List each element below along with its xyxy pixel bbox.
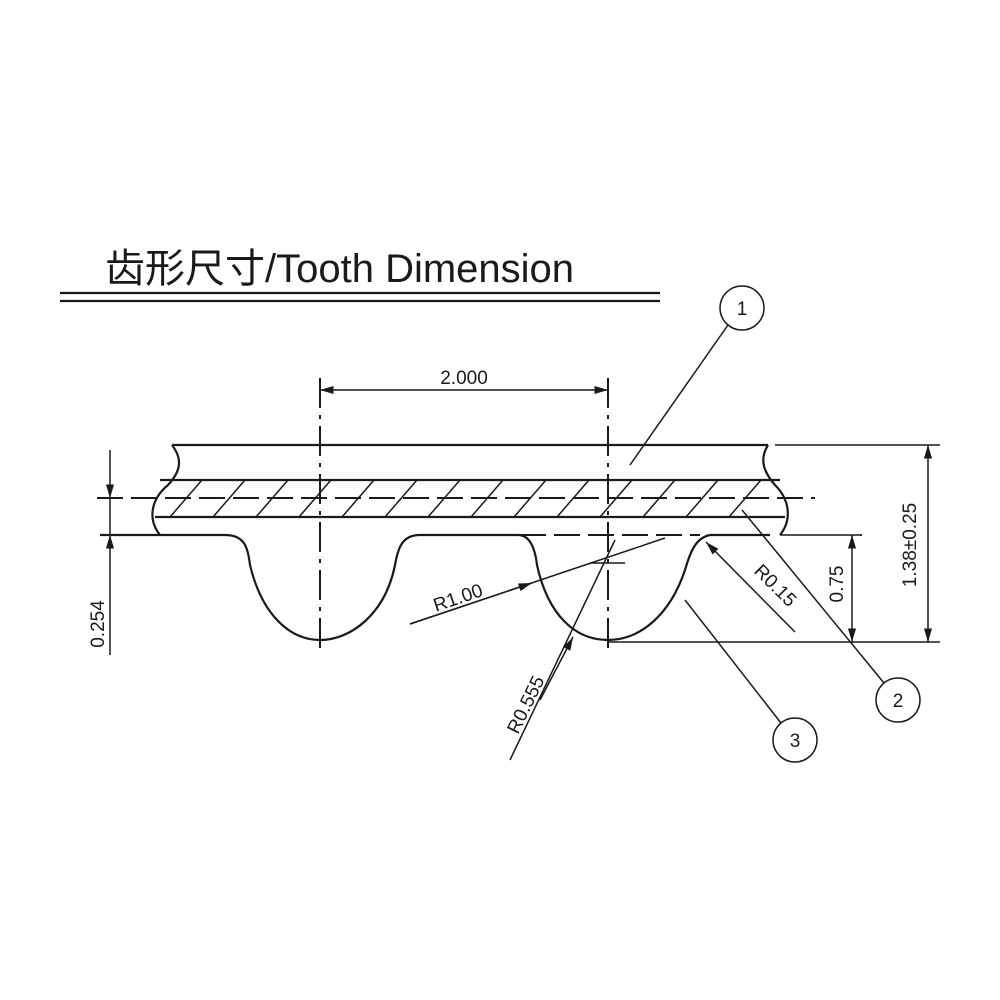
svg-text:3: 3 — [790, 731, 801, 752]
svg-text:2: 2 — [893, 691, 904, 712]
dimension-total-height: 1.38±0.25 — [900, 445, 933, 642]
drawing-title: 齿形尺寸/Tooth Dimension — [105, 247, 574, 291]
belt-profile — [100, 443, 940, 643]
pitch-line-offset-value: 0.254 — [88, 600, 109, 648]
radius-root-value: R0.555 — [504, 673, 550, 737]
dimension-tooth-height: 0.75 — [827, 535, 857, 642]
svg-text:1: 1 — [737, 299, 748, 320]
tooth-height-value: 0.75 — [827, 566, 848, 603]
hatch-line — [212, 479, 246, 518]
dimension-pitch: 2.000 — [320, 368, 608, 395]
dimension-pitch-line-offset: 0.254 — [88, 450, 115, 655]
callout-2: 2 — [741, 509, 921, 723]
callout-1: 1 — [629, 285, 765, 466]
callout-3: 3 — [684, 599, 818, 763]
pitch-value: 2.000 — [440, 368, 488, 389]
hatch-line — [685, 479, 719, 518]
dimension-radius-tip: R1.00 — [409, 537, 666, 625]
radius-fillet-value: R0.15 — [749, 561, 800, 612]
total-height-value: 1.38±0.25 — [900, 503, 921, 587]
radius-tip-value: R1.00 — [431, 580, 486, 616]
dimension-radius-fillet: R0.15 — [705, 541, 800, 633]
hatch-line — [384, 479, 418, 518]
